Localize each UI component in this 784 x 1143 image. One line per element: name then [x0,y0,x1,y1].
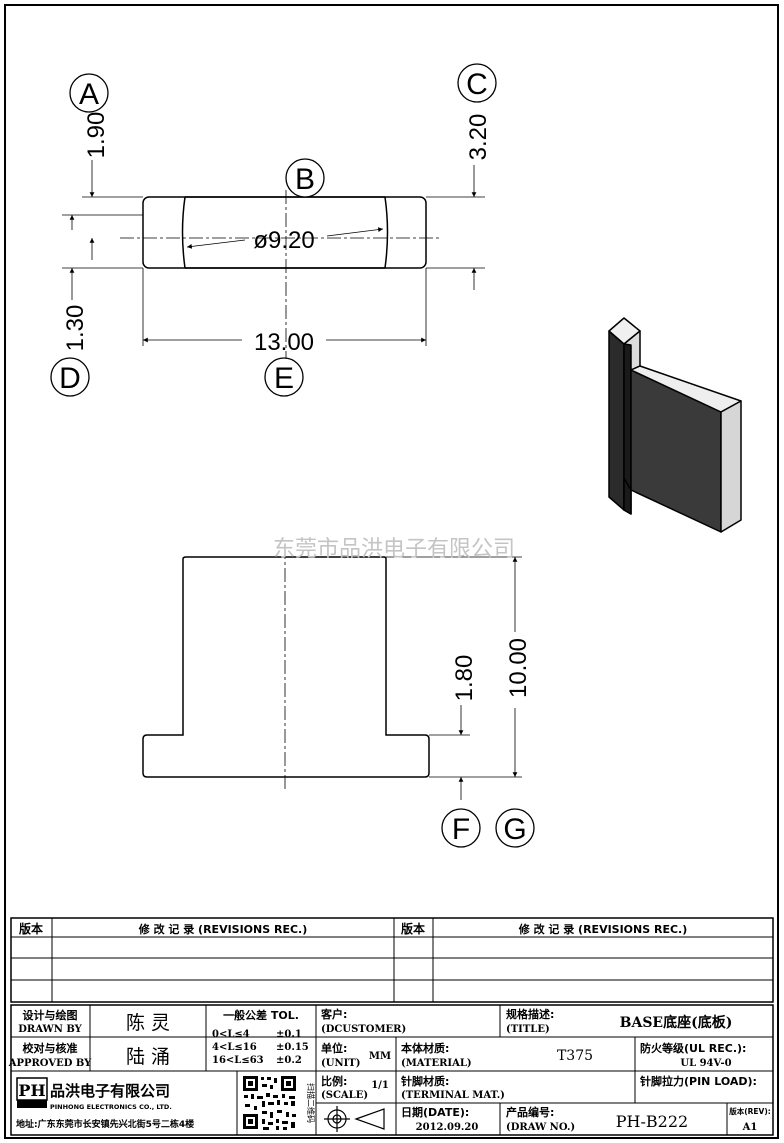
dim-3-20: 3.20 [465,114,492,161]
drawno-label-cn: 产品编号: [506,1105,554,1119]
unit-label-en: (UNIT) [321,1058,360,1069]
company-name-cn: 品洪电子有限公司 [50,1082,170,1100]
watermark: 东莞市品洪电子有限公司 [273,537,515,562]
date-label: 日期(DATE): [401,1105,469,1119]
approved-label-en: APPROVED BY [8,1058,92,1069]
unit-label-cn: 单位: [321,1041,347,1055]
title-label-en: (TITLE) [506,1024,550,1035]
top-view [142,196,427,269]
balloon-d: D [50,357,90,397]
balloon-a-label: A [79,78,99,111]
company-logo-text: PH [18,1081,45,1100]
material-label-cn: 本体材质: [401,1041,449,1055]
projection-symbol-icon [324,1106,385,1132]
qr-code-icon [241,1074,298,1132]
rev-value: A1 [742,1122,758,1133]
company-name-en: PINHONG ELECTRONICS CO., LTD. [50,1103,172,1111]
date-value: 2012.09.20 [416,1122,479,1133]
front-view-dimension-lines [386,556,522,800]
tol-row-2-range: 4<L≤16 [212,1042,257,1053]
balloon-c-label: C [466,68,488,101]
customer-label-en: (DCUSTOMER) [321,1024,406,1035]
ul-label: 防火等级(UL REC.): [640,1041,746,1055]
revisions-table [10,917,774,1003]
dim-9-20: ø9.20 [253,227,314,254]
dim-1-30: 1.30 [62,305,89,352]
iso-view [608,317,742,533]
title-value: BASE底座(底板) [620,1014,733,1031]
company-address: 地址:广东东莞市长安镇先兴北街5号二栋4楼 [16,1118,194,1130]
balloon-f-label: F [452,813,470,846]
tol-title: 一般公差 TOL. [223,1008,299,1022]
balloon-b-label: B [295,163,315,196]
drawn-by-value: 陈 灵 [126,1012,170,1034]
terminal-label-cn: 针脚材质: [401,1074,449,1088]
balloon-g: G [495,808,535,848]
tol-row-1-range: 0<L≤4 [212,1029,250,1040]
drawn-by-label-cn: 设计与绘图 [23,1008,78,1022]
scale-value: 1/1 [371,1080,389,1091]
scale-label-cn: 比例: [321,1074,347,1088]
tol-row-3-value: ±0.2 [276,1055,302,1066]
sheet-border [4,4,779,1139]
approved-value: 陆 涌 [126,1046,170,1068]
rev-label: 版本(REV): [728,1106,771,1116]
balloon-b: B [285,158,325,198]
balloon-d-label: D [59,362,81,395]
customer-label-cn: 客户: [320,1007,347,1021]
balloon-c: C [457,63,497,103]
balloon-e-label: E [274,362,294,395]
balloon-f: F [441,808,481,848]
title-block-grid [10,1004,774,1136]
dim-10-00: 10.00 [505,638,532,698]
balloon-a: A [69,73,109,113]
drawno-label-en: (DRAW NO.) [506,1122,575,1133]
dim-1-80: 1.80 [451,655,478,702]
title-label-cn: 规格描述: [506,1007,554,1021]
tol-row-3-range: 16<L≤63 [212,1055,264,1066]
dim-1-90: 1.90 [83,112,110,159]
company-logo: PH [16,1077,48,1108]
unit-value: MM [369,1051,391,1062]
balloon-e: E [264,357,304,397]
tol-row-1-value: ±0.1 [276,1029,302,1040]
material-label-en: (MATERIAL) [401,1058,472,1069]
material-value: T375 [557,1048,593,1064]
ul-value: UL 94V-0 [680,1058,731,1069]
rev-col-version-left: 版本 [19,921,43,936]
terminal-label-en: (TERMINAL MAT.) [401,1090,505,1101]
front-view [142,556,430,778]
approved-label-cn: 校对与核准 [23,1041,78,1055]
rev-col-rec-left: 修 改 记 录 (REVISIONS REC.) [138,922,308,936]
balloon-g-label: G [503,813,526,846]
tol-row-2-value: ±0.15 [276,1042,309,1053]
dim-13-00: 13.00 [254,329,314,356]
rev-col-version-right: 版本 [401,921,425,936]
pin-load-label: 针脚拉力(PIN LOAD): [640,1074,757,1088]
rev-col-rec-right: 修 改 记 录 (REVISIONS REC.) [518,922,688,936]
top-view-centerlines [120,190,440,360]
qr-caption: 扫描二维码 [306,1083,316,1123]
drawn-by-label-en: DRAWN BY [18,1024,82,1035]
scale-label-en: (SCALE) [321,1090,368,1101]
drawno-value: PH-B222 [616,1112,688,1131]
top-view-dimension-lines [62,160,485,346]
